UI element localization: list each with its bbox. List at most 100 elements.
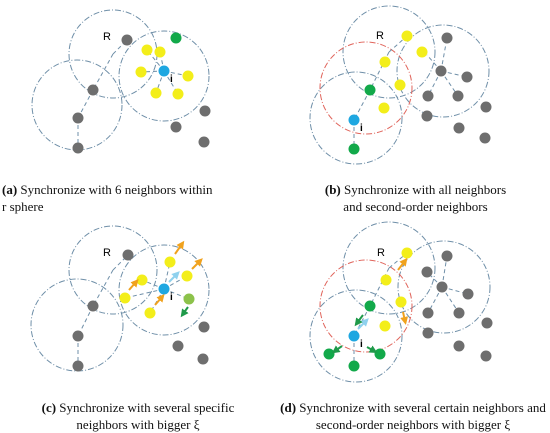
neighborhood-circle: [342, 221, 436, 315]
gray-node: [480, 101, 492, 113]
caption-panel-d: (d) Synchronize with several certain nei…: [276, 399, 550, 433]
orange-arrow: [397, 257, 408, 271]
neighborhood-circle: [118, 244, 210, 336]
neighborhood-circle: [396, 24, 490, 118]
yellow-neighbor-node: [135, 66, 147, 78]
gray-node: [170, 121, 182, 133]
gray-node: [453, 307, 465, 319]
yellow-neighbor-node: [380, 274, 392, 286]
yellow-neighbor-node: [164, 256, 176, 268]
yellow-neighbor-node: [119, 292, 131, 304]
yellow-neighbor-node: [395, 296, 407, 308]
neighborhood-circle: [397, 240, 491, 334]
caption-label: (c): [41, 400, 57, 415]
light-blue-arrow: [168, 271, 180, 283]
center-node: [158, 283, 170, 295]
neighborhood-circle: [118, 30, 210, 122]
center-node-label: i: [360, 123, 363, 134]
gray-node: [198, 136, 210, 148]
green-node: [364, 84, 376, 96]
green-arrow: [331, 345, 343, 354]
gray-node: [480, 350, 492, 362]
yellow-neighbor-node: [379, 320, 391, 332]
radius-label: R: [103, 247, 111, 259]
gray-node: [87, 300, 99, 312]
yellow-neighbor-node: [141, 44, 153, 56]
red-neighborhood-circle: [319, 259, 413, 353]
neighborhood-circle: [30, 278, 124, 372]
gray-node: [72, 142, 84, 154]
center-node-label: i: [360, 339, 363, 350]
gray-node: [422, 307, 434, 319]
yellow-neighbor-node: [378, 102, 390, 114]
yellow-neighbor-node: [154, 46, 166, 58]
gray-node: [72, 360, 84, 372]
center-node-label: i: [170, 292, 173, 303]
gray-node: [122, 249, 134, 261]
gray-node: [197, 353, 209, 365]
green-node: [364, 300, 376, 312]
panel-d: R i: [309, 221, 493, 383]
center-node: [348, 330, 360, 342]
gray-node: [436, 281, 448, 293]
gray-node: [72, 112, 84, 124]
yellow-neighbor-node: [394, 79, 406, 91]
caption-text-line2: second-order neighbors with bigger ξ: [315, 417, 511, 432]
green-node: [170, 32, 182, 44]
caption-text-line2: r sphere: [2, 199, 44, 214]
neighborhood-circle: [309, 289, 403, 383]
neighborhood-circle: [342, 5, 436, 99]
caption-text-line2: neighbors with bigger ξ: [76, 417, 200, 432]
red-neighborhood-circle: [319, 41, 413, 135]
caption-text-line1: Synchronize with 6 neighbors within: [20, 182, 213, 197]
green-arrow: [354, 314, 364, 327]
gray-node: [72, 330, 84, 342]
orange-arrow: [128, 278, 139, 291]
center-node-label: i: [170, 74, 173, 85]
gray-node: [172, 340, 184, 352]
gray-node: [421, 110, 433, 122]
gray-node: [435, 65, 447, 77]
yellow-neighbor-node: [172, 88, 184, 100]
yellow-neighbor-node: [182, 70, 194, 82]
orange-arrow: [174, 240, 185, 255]
caption-label: (b): [324, 182, 341, 197]
gray-node: [453, 122, 465, 134]
gray-node: [199, 105, 211, 117]
caption-label: (a): [2, 182, 18, 197]
caption-text-line1: Synchronize with several specific: [59, 400, 235, 415]
neighborhood-circle: [309, 71, 403, 165]
yellow-neighbor-node: [136, 274, 148, 286]
center-node: [348, 114, 360, 126]
gray-node: [441, 250, 453, 262]
gray-node: [198, 321, 210, 333]
neighborhood-circle: [31, 59, 123, 151]
gray-node: [87, 84, 99, 96]
green-node: [348, 143, 360, 155]
orange-arrow: [191, 258, 203, 270]
gray-node: [121, 34, 133, 46]
yellow-neighbor-node: [150, 87, 162, 99]
yellow-neighbor-node: [379, 56, 391, 68]
caption-text-line1: Synchronize with all neighbors: [344, 182, 507, 197]
green-arrow: [180, 306, 189, 318]
caption-panel-b: (b) Synchronize with all neighbors and s…: [283, 181, 548, 215]
radius-label: R: [103, 31, 111, 43]
gray-node: [422, 327, 434, 339]
light-green-node: [183, 293, 195, 305]
gray-node: [441, 32, 453, 44]
orange-arrow: [400, 311, 409, 325]
panel-b: R i: [309, 5, 492, 165]
neighborhood-circle: [68, 225, 158, 315]
caption-label: (d): [280, 400, 297, 415]
yellow-neighbor-node: [401, 30, 413, 42]
green-node: [348, 360, 360, 372]
green-node: [323, 348, 335, 360]
yellow-neighbor-node: [401, 247, 413, 259]
radius-label: R: [376, 30, 384, 42]
green-node: [374, 348, 386, 360]
gray-node: [481, 317, 493, 329]
gray-node: [462, 288, 474, 300]
panel-a: R i: [31, 9, 211, 154]
